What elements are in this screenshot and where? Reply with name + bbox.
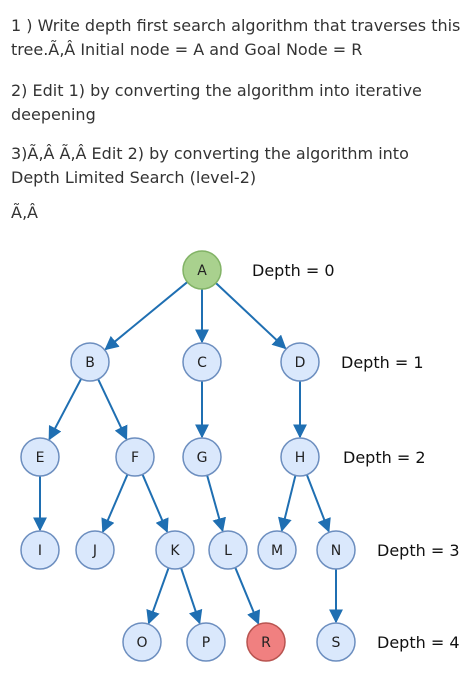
node-circle-r	[246, 622, 286, 662]
edge-k-p	[180, 567, 203, 625]
node-label-o: O	[136, 635, 147, 651]
node-c: C	[182, 342, 222, 382]
node-a: A	[182, 250, 222, 290]
node-label-j: J	[92, 543, 97, 559]
node-label-r: R	[261, 635, 271, 651]
node-label-m: M	[271, 543, 283, 559]
edge-l-r	[234, 567, 261, 625]
edge-g-l	[206, 475, 226, 533]
node-label-n: N	[331, 543, 341, 559]
node-label-k: K	[170, 543, 180, 559]
node-circle-j	[75, 530, 115, 570]
node-label-p: P	[202, 635, 210, 651]
question-3: 3)Ã‚Â Ã‚Â Edit 2) by converting the algo…	[11, 144, 409, 187]
edge-b-f	[97, 378, 128, 441]
edge-h-n	[305, 474, 331, 533]
node-label-c: C	[197, 355, 207, 371]
node-circle-g	[182, 437, 222, 477]
node-label-f: F	[131, 450, 139, 466]
node-label-a: A	[197, 263, 207, 279]
tree-edges	[33, 281, 343, 625]
edge-k-o	[146, 567, 170, 625]
node-circle-n	[316, 530, 356, 570]
node-k: K	[155, 530, 195, 570]
node-circle-e	[20, 437, 60, 477]
node-label-h: H	[295, 450, 306, 466]
question-1: 1 ) Write depth first search algorithm t…	[11, 16, 461, 59]
edge-a-d	[215, 282, 287, 350]
node-e: E	[20, 437, 60, 477]
node-circle-k	[155, 530, 195, 570]
node-circle-d	[280, 342, 320, 382]
tree-nodes: A B C D E F G H I J K L M N O P R S	[20, 250, 356, 662]
depth-label-2: Depth = 2	[343, 448, 426, 467]
node-circle-i	[20, 530, 60, 570]
node-circle-b	[70, 342, 110, 382]
depth-label-4: Depth = 4	[377, 633, 460, 652]
node-label-g: G	[197, 450, 208, 466]
node-i: I	[20, 530, 60, 570]
depth-label-1: Depth = 1	[341, 353, 424, 372]
node-circle-h	[280, 437, 320, 477]
node-label-s: S	[332, 635, 341, 651]
node-f: F	[115, 437, 155, 477]
node-circle-f	[115, 437, 155, 477]
node-s: S	[316, 622, 356, 662]
node-o: O	[122, 622, 162, 662]
node-label-l: L	[224, 543, 232, 559]
question-2: 2) Edit 1) by converting the algorithm i…	[11, 81, 422, 124]
node-circle-l	[208, 530, 248, 570]
node-b: B	[70, 342, 110, 382]
depth-label-3: Depth = 3	[377, 541, 460, 560]
node-n: N	[316, 530, 356, 570]
node-l: L	[208, 530, 248, 570]
node-p: P	[186, 622, 226, 662]
depth-labels: Depth = 0 Depth = 1 Depth = 2 Depth = 3 Dept…	[252, 261, 460, 652]
node-m: M	[257, 530, 297, 570]
node-label-e: E	[36, 450, 45, 466]
node-label-i: I	[38, 543, 42, 559]
node-circle-p	[186, 622, 226, 662]
node-circle-c	[182, 342, 222, 382]
node-circle-m	[257, 530, 297, 570]
node-j: J	[75, 530, 115, 570]
edge-f-k	[141, 474, 169, 533]
node-circle-a	[182, 250, 222, 290]
edge-a-b	[104, 281, 188, 351]
depth-label-0: Depth = 0	[252, 261, 335, 280]
node-circle-s	[316, 622, 356, 662]
edge-b-e	[48, 378, 83, 441]
edge-h-m	[278, 475, 297, 532]
edge-f-j	[101, 474, 129, 533]
node-d: D	[280, 342, 320, 382]
node-h: H	[280, 437, 320, 477]
node-r: R	[246, 622, 286, 662]
question-4: Ã‚Â	[11, 203, 38, 222]
node-label-b: B	[85, 355, 95, 371]
node-g: G	[182, 437, 222, 477]
node-label-d: D	[295, 355, 306, 371]
node-circle-o	[122, 622, 162, 662]
